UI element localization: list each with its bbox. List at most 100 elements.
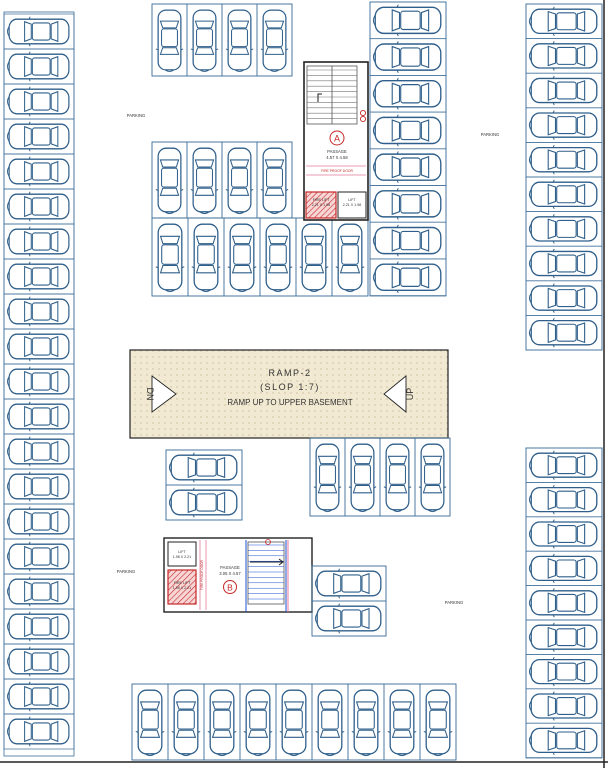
parking-bay (3, 188, 75, 225)
core-b-passage-label: PASSAGE (220, 565, 240, 570)
stair-arrow-icon (278, 558, 284, 566)
car-icon (528, 587, 598, 618)
car-icon (372, 77, 442, 111)
parking-bay (347, 683, 385, 761)
car-icon (372, 114, 442, 147)
car-icon (168, 452, 238, 483)
parking-bay (525, 211, 603, 247)
parking-bay (525, 107, 603, 143)
parking-bay (3, 538, 75, 575)
parking-bay (3, 433, 75, 470)
parking-bay (221, 3, 258, 77)
parking-bay (525, 654, 603, 690)
ramp-up-label: UP (405, 388, 415, 401)
parking-bay (369, 185, 447, 223)
parking-label-top-left: PARKING (127, 113, 146, 118)
parking-bay (383, 683, 421, 761)
car-icon (528, 40, 598, 72)
parking-bay (187, 217, 225, 297)
core-a-lift-label: LIFT (348, 198, 356, 202)
car-icon (419, 444, 446, 511)
car-icon (136, 690, 164, 755)
parking-bay (3, 573, 75, 610)
parking-bay (525, 550, 603, 586)
center-parking-block (151, 141, 369, 297)
car-icon (372, 187, 442, 221)
car-icon (528, 690, 598, 722)
ramp-title: RAMP-2 (268, 368, 311, 378)
core-b-lift-label: LIFT (178, 550, 186, 554)
parking-bay (221, 141, 258, 219)
top-center-parking-row (151, 3, 293, 77)
core-b-passage-size: 3.05 X 4.57 (219, 571, 241, 576)
parking-bay (3, 468, 75, 505)
car-icon (264, 224, 292, 291)
parking-bay (525, 315, 603, 351)
ramp-caption: RAMP UP TO UPPER BASEMENT (227, 398, 352, 407)
right-parking-column-top (525, 3, 603, 351)
car-icon (172, 690, 200, 755)
car-icon (388, 690, 416, 755)
parking-bay (131, 683, 169, 761)
car-icon (528, 622, 598, 653)
core-a-passage-label: PASSAGE (327, 149, 347, 154)
parking-bay (311, 683, 349, 761)
parking-bay (525, 176, 603, 212)
car-icon (528, 553, 598, 584)
car-icon (528, 450, 598, 481)
car-icon (314, 568, 382, 599)
car-icon (156, 10, 183, 71)
left-center-parking-pair (165, 449, 243, 521)
ramp-up-arrow-icon (383, 375, 407, 413)
parking-label-bottom-left: PARKING (117, 569, 136, 574)
car-icon (261, 148, 288, 213)
core-a-lift-size: 2.21 X 1.98 (343, 203, 361, 207)
ramp-2: RAMP-2 (SLOP 1:7) RAMP UP TO UPPER BASEM… (129, 349, 449, 439)
car-icon (6, 681, 70, 712)
door-swing-icon (359, 115, 367, 123)
core-b-fire-lift (167, 569, 197, 605)
parking-bay (525, 619, 603, 655)
parking-bay (167, 683, 205, 761)
car-icon (372, 3, 442, 37)
parking-label-top-right: PARKING (481, 132, 500, 137)
parking-bay (525, 245, 603, 282)
parking-bay (525, 516, 603, 552)
car-icon (528, 213, 598, 245)
car-icon (528, 144, 598, 175)
core-a-side-parking-stack (369, 1, 447, 297)
core-a-lift (337, 191, 367, 219)
parking-bay (3, 398, 75, 435)
car-icon (6, 646, 70, 677)
car-icon (349, 444, 376, 511)
core-a: A PASSAGE 4.57 X 4.58 FIRE PROOF DOOR FI… (303, 61, 369, 221)
core-b-lift (167, 541, 197, 567)
parking-bay (3, 678, 75, 715)
car-icon (208, 690, 236, 755)
parking-bay (3, 643, 75, 680)
car-icon (226, 148, 253, 213)
parking-bay (275, 683, 313, 761)
parking-bay (331, 217, 369, 297)
parking-bay (525, 722, 603, 758)
parking-bay (311, 565, 387, 602)
parking-bay (3, 258, 75, 295)
parking-bay (525, 585, 603, 621)
core-b-marker (223, 580, 237, 594)
right-parking-column-bottom (525, 447, 603, 759)
car-icon (228, 224, 256, 291)
core-b-marker-letter: B (227, 583, 233, 593)
ramp-down-arrow-icon (151, 375, 177, 413)
car-icon (6, 506, 70, 537)
parking-bay (3, 223, 75, 260)
parking-bay (369, 111, 447, 150)
car-icon (156, 148, 183, 213)
car-icon (316, 690, 344, 755)
parking-bay (369, 75, 447, 113)
parking-bay (151, 3, 188, 77)
car-icon (191, 148, 218, 213)
car-icon (528, 6, 598, 37)
parking-bay (3, 713, 75, 750)
parking-bay (525, 280, 603, 316)
